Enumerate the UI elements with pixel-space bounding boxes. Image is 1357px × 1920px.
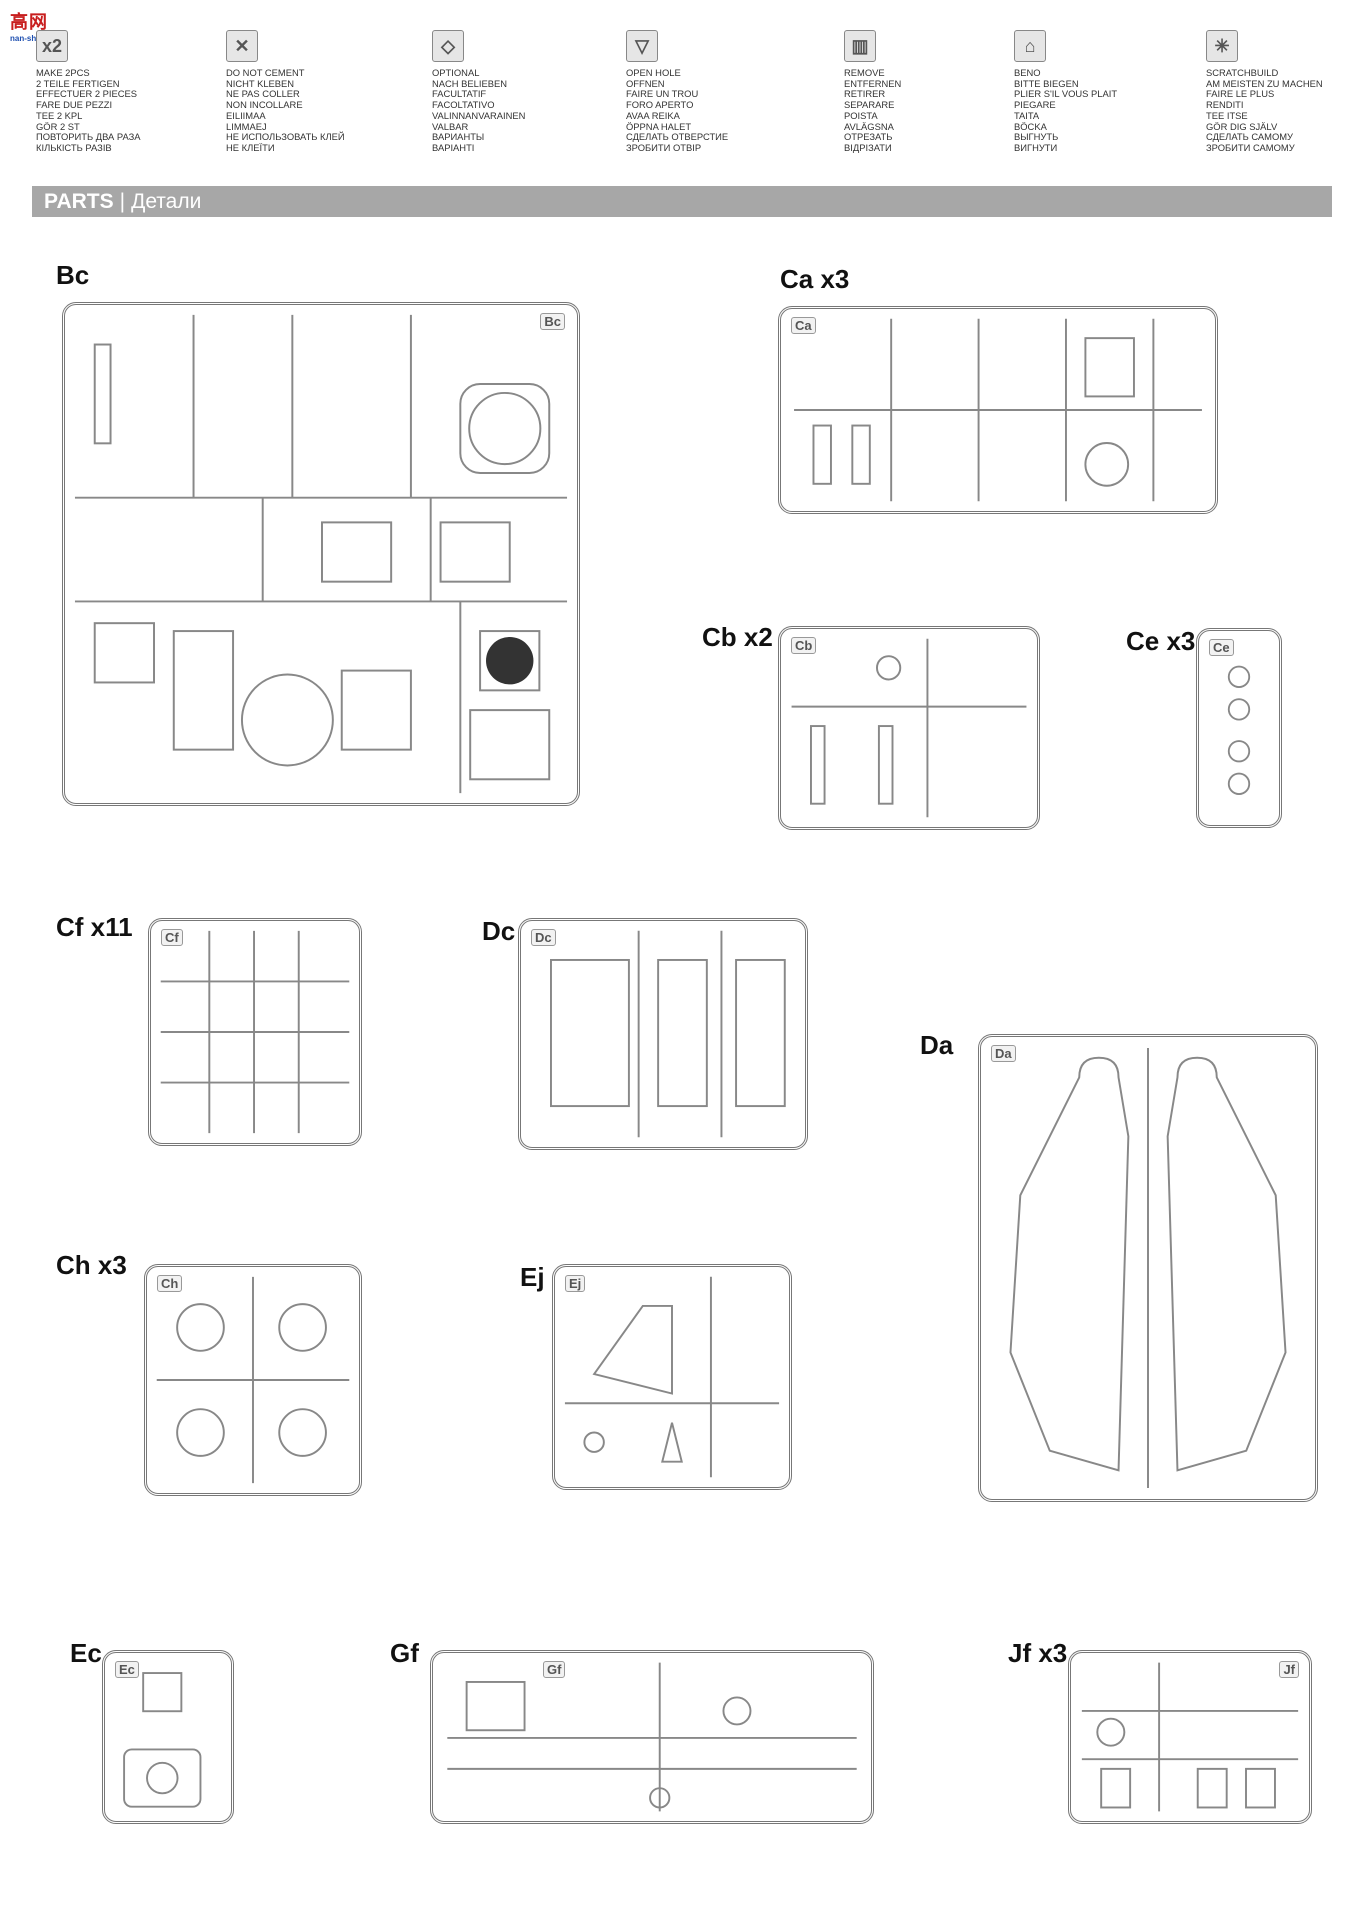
sprue-label-jf: Jf x3 [1008, 1638, 1068, 1668]
sprue-jf: Jf [1068, 1650, 1312, 1824]
sprue-tag: Jf [1279, 1661, 1299, 1678]
sprue-label-ec: Ec [70, 1638, 102, 1668]
sprue-label-ch: Ch x3 [56, 1250, 127, 1280]
do-not-cement-icon: ✕ [226, 30, 258, 62]
sprue-label-ej: Ej [520, 1262, 545, 1292]
sprue-ch: Ch [144, 1264, 362, 1496]
sprue-label-da: Da [920, 1030, 954, 1060]
logo-text: 高网 [10, 12, 48, 32]
sprue-tag: Ch [157, 1275, 183, 1292]
sprue-ec: Ec [102, 1650, 234, 1824]
sprue-tag: Ce [1209, 639, 1234, 656]
parts-header-separator: | [119, 189, 126, 213]
sprue-ej-drawing [564, 1276, 780, 1478]
scratchbuild-icon: ✳ [1206, 30, 1238, 62]
sprue-tag: Ej [565, 1275, 586, 1292]
sprue-label-gf: Gf [390, 1638, 419, 1668]
sprue-ec-drawing [123, 1672, 202, 1808]
sprue-gf: Gf [430, 1650, 874, 1824]
sprue-gf-drawing [447, 1662, 857, 1812]
sprue-tag: Cb [791, 637, 817, 654]
sprue-tag: Bc [540, 313, 565, 330]
sprue-ca: Ca [778, 306, 1218, 514]
sprue-label-cf: Cf x11 [56, 912, 133, 942]
sprue-label-dc: Dc [482, 916, 516, 946]
sprue-tag: Gf [543, 1661, 566, 1678]
sprue-cf: Cf [148, 918, 362, 1146]
open-hole-icon: ▽ [626, 30, 658, 62]
sprue-dc-drawing [550, 930, 786, 1138]
sprue-ce-drawing [1227, 665, 1251, 795]
sprue-ch-drawing [156, 1276, 350, 1484]
sprue-jf-drawing [1081, 1662, 1299, 1812]
sprue-da-drawing [1009, 1047, 1287, 1489]
make-2pcs-icon: x2 [36, 30, 68, 62]
sprue-cb: Cb [778, 626, 1040, 830]
sprue-label-bc: Bc [56, 260, 90, 290]
sprue-tag: Ec [115, 1661, 139, 1678]
sprue-tag: Cf [161, 929, 183, 946]
parts-header-ru: Детали [131, 189, 202, 213]
bend-icon: ⌂ [1014, 30, 1046, 62]
sprue-ej: Ej [552, 1264, 792, 1490]
sprue-da: Da [978, 1034, 1318, 1502]
sprue-ca-drawing [794, 318, 1202, 502]
parts-header: PARTS | Детали [32, 186, 1332, 217]
sprue-cf-drawing [160, 930, 350, 1134]
sprue-tag: Dc [531, 929, 556, 946]
sprue-ce: Ce [1196, 628, 1282, 828]
sprue-label-ce: Ce x3 [1126, 626, 1196, 656]
optional-icon: ◇ [432, 30, 464, 62]
sprue-tag: Da [991, 1045, 1016, 1062]
sprue-tag: Ca [791, 317, 816, 334]
remove-icon: ▥ [844, 30, 876, 62]
sprue-bc-drawing [74, 314, 568, 794]
sprue-label-cb: Cb x2 [702, 622, 773, 652]
sprue-cb-drawing [791, 638, 1027, 818]
sprue-bc: Bc [62, 302, 580, 806]
sprue-label-ca: Ca x3 [780, 264, 850, 294]
parts-header-en: PARTS [44, 189, 114, 213]
sprue-dc: Dc [518, 918, 808, 1150]
